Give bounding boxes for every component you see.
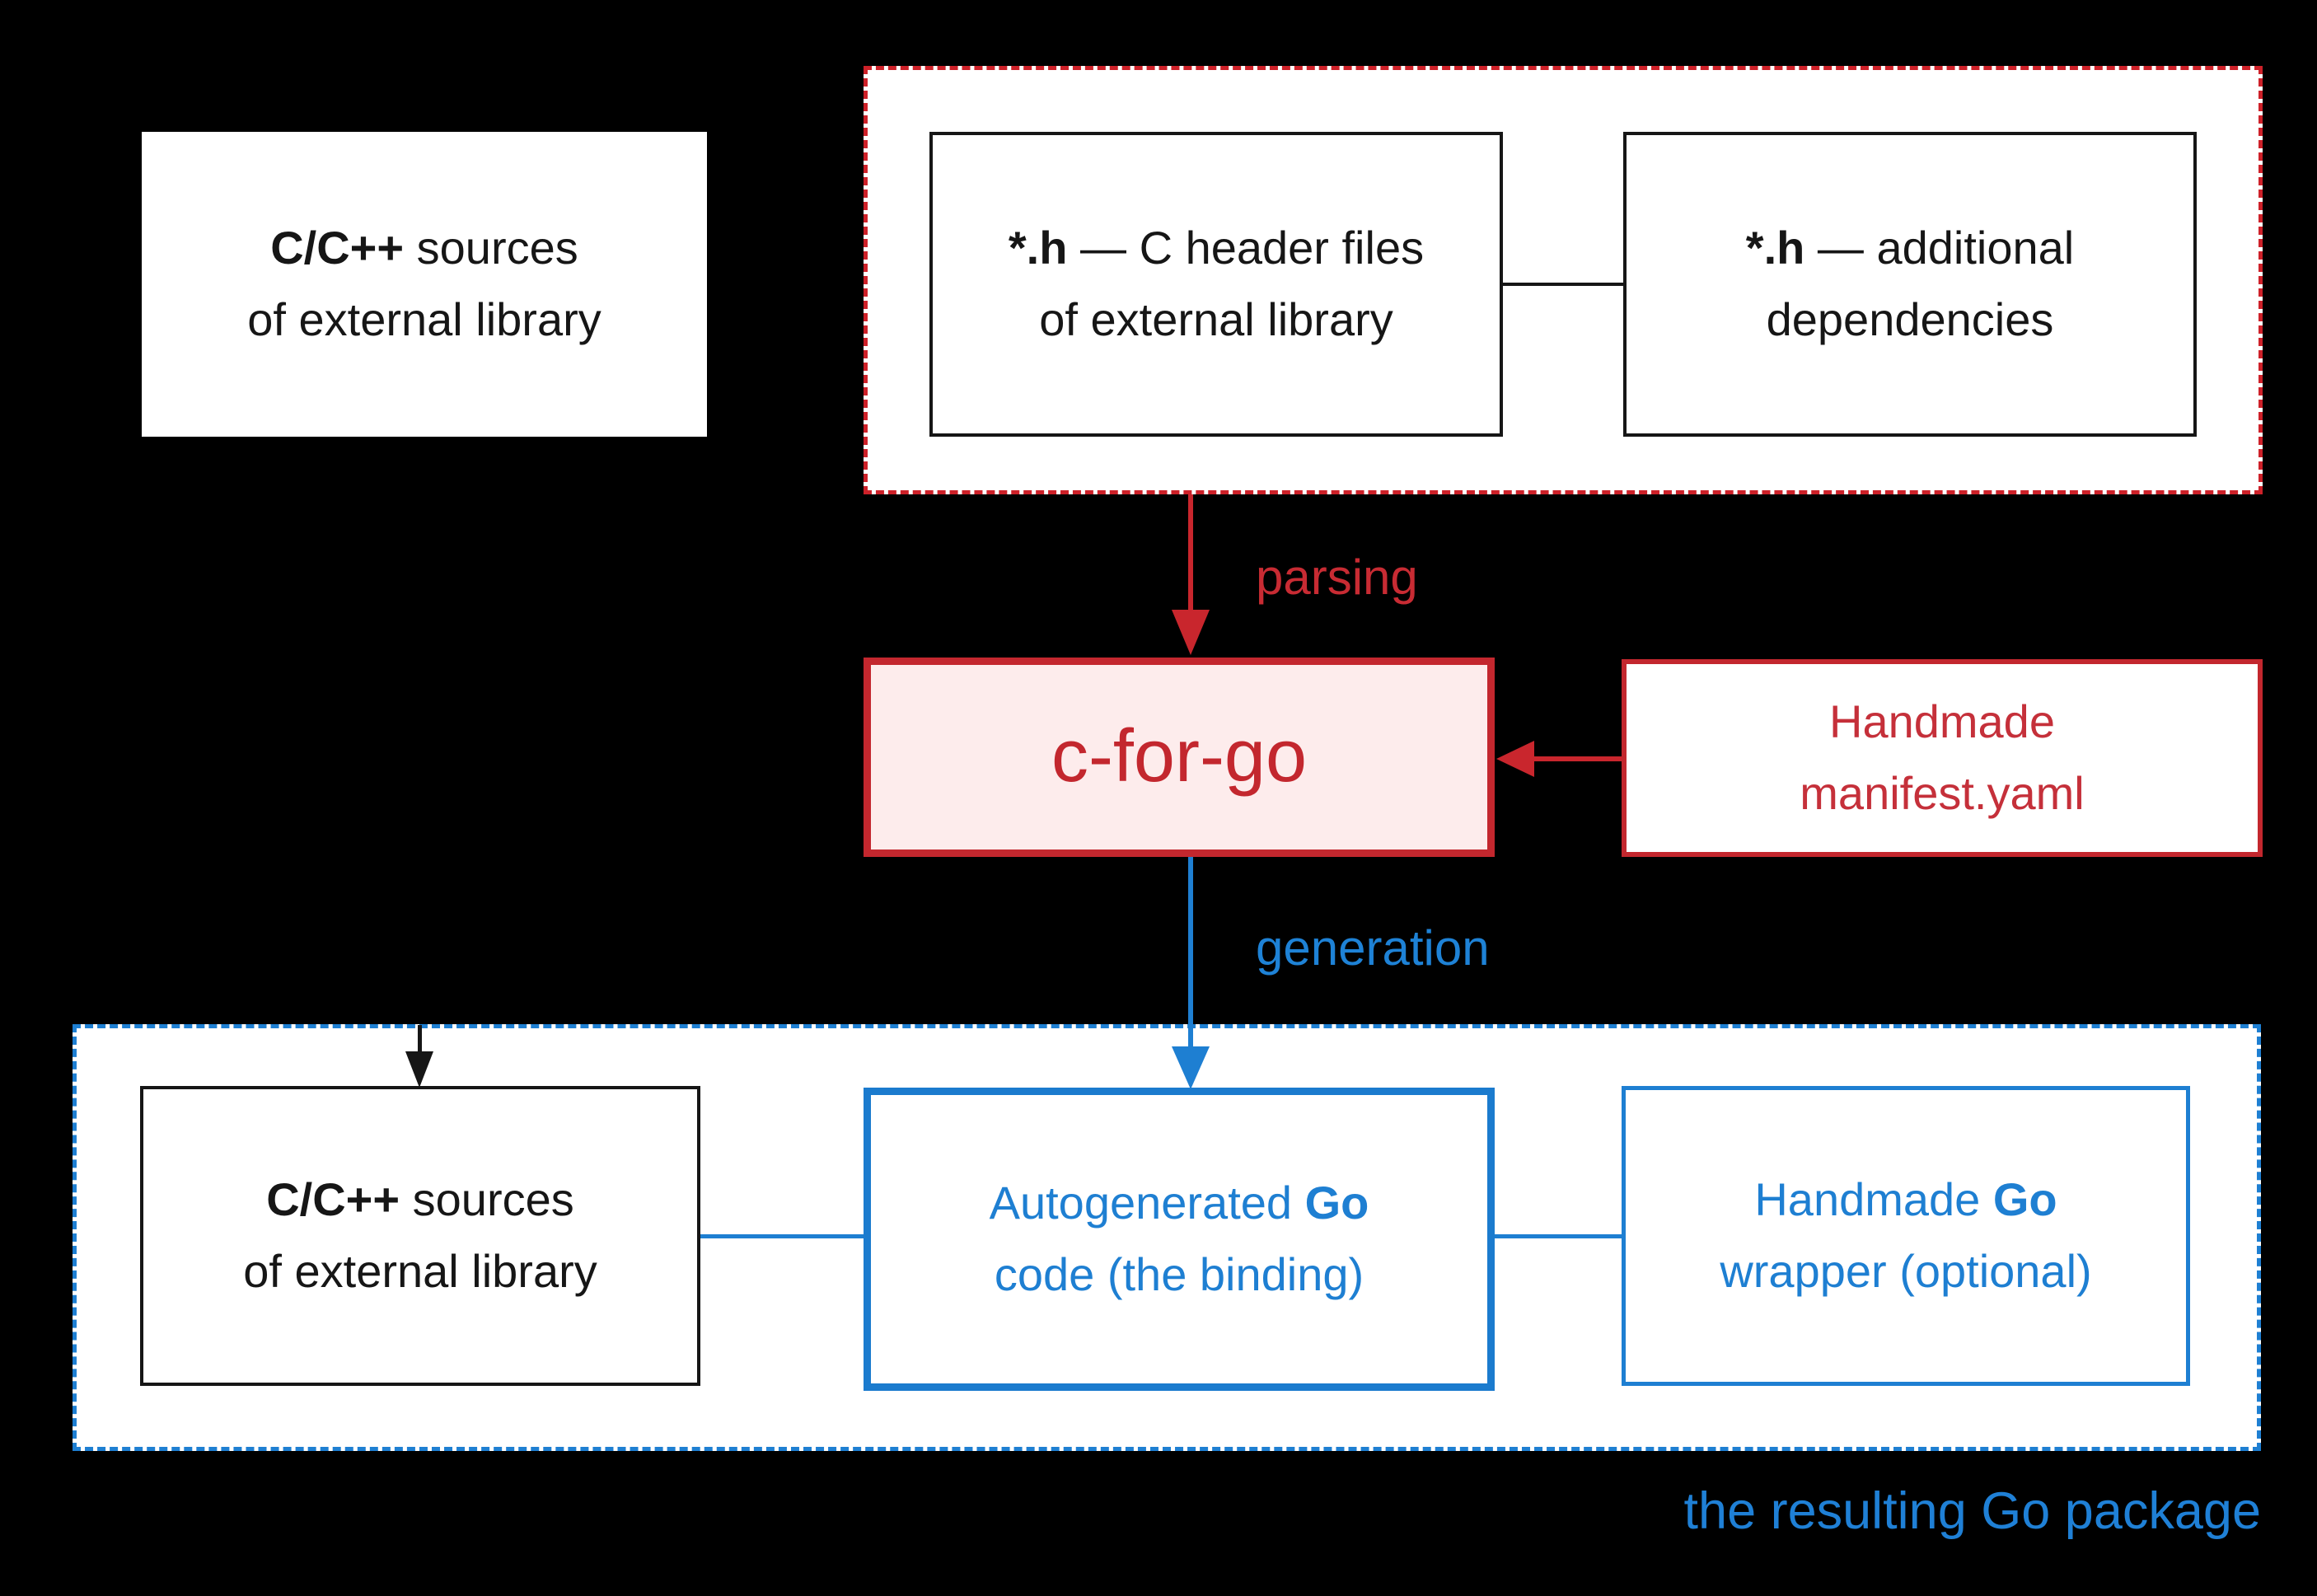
node-autogenerated-go-code-label: Autogenerated Go code (the binding) — [989, 1177, 1369, 1300]
node-handmade-manifest: Handmade manifest.yaml — [1622, 659, 2263, 857]
header-connector-line — [1503, 283, 1623, 286]
node-additional-dependencies: *.h — additional dependencies — [1623, 132, 2197, 437]
binding-wrapper-connector-line — [1495, 1234, 1622, 1238]
node-c-sources-top: C/C++ sources of external library — [142, 132, 707, 437]
node-autogenerated-go-code: Autogenerated Go code (the binding) — [864, 1088, 1495, 1391]
node-c-sources-top-label: C/C++ sources of external library — [247, 222, 601, 345]
sources-arrow-shaft — [418, 1025, 422, 1051]
result-caption: the resulting Go package — [1683, 1482, 2261, 1540]
node-c-header-files-label: *.h — C header files of external library — [1008, 222, 1425, 345]
manifest-arrowhead-icon — [1496, 741, 1534, 777]
node-additional-dependencies-label: *.h — additional dependencies — [1745, 222, 2075, 345]
node-c-header-files: *.h — C header files of external library — [929, 132, 1503, 437]
parsing-arrowhead-icon — [1172, 610, 1210, 655]
parsing-label: parsing — [1256, 550, 1418, 605]
node-c-sources-bottom-label: C/C++ sources of external library — [243, 1173, 597, 1297]
node-c-for-go: c-for-go — [864, 658, 1495, 857]
node-c-for-go-label: c-for-go — [1051, 715, 1308, 798]
parsing-arrow-shaft — [1188, 494, 1193, 610]
node-handmade-manifest-label: Handmade manifest.yaml — [1800, 695, 2085, 819]
generation-arrowhead-icon — [1172, 1046, 1210, 1089]
sources-arrowhead-icon — [405, 1051, 433, 1088]
node-handmade-go-wrapper: Handmade Go wrapper (optional) — [1622, 1086, 2190, 1386]
manifest-arrow-shaft — [1534, 756, 1622, 761]
node-c-sources-bottom: C/C++ sources of external library — [140, 1086, 700, 1386]
node-handmade-go-wrapper-label: Handmade Go wrapper (optional) — [1720, 1173, 2092, 1297]
generation-label: generation — [1256, 920, 1490, 976]
generation-arrow-shaft — [1188, 857, 1193, 1046]
sources-binding-connector-line — [700, 1234, 864, 1238]
